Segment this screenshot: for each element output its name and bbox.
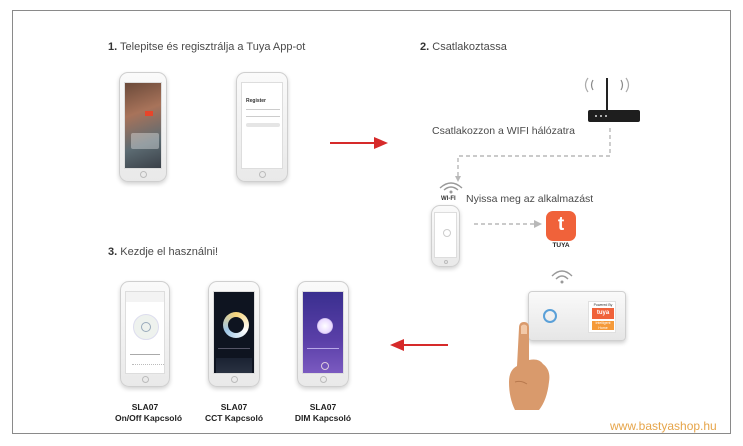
connect-wifi-label: Csatlakozzon a WIFI hálózatra <box>432 125 575 137</box>
tab-bar <box>132 364 164 368</box>
sofa-image <box>131 133 159 149</box>
arrow-left-icon <box>390 339 448 351</box>
router-icon <box>584 77 640 122</box>
badge-powered-by: Powered By <box>593 303 613 307</box>
dashed-connector <box>455 128 611 182</box>
phone-onoff-app <box>120 281 170 387</box>
home-button <box>139 171 147 178</box>
phone-dim-app <box>297 281 349 387</box>
content-frame <box>12 10 731 434</box>
tuya-mini-logo <box>145 111 153 116</box>
power-icon <box>321 362 329 370</box>
switch-device: Powered By tuya Intelligent Home <box>528 291 626 341</box>
tuya-glyph: t <box>557 214 565 235</box>
slider-track <box>218 348 250 349</box>
phone-pairing <box>431 205 460 267</box>
cct-ring-center <box>228 317 244 333</box>
power-ring <box>133 314 159 340</box>
device-button-ring-icon <box>543 309 557 323</box>
watermark: www.bastyashop.hu <box>610 419 717 433</box>
slider-track <box>307 348 339 349</box>
badge-intelligent-home: Intelligent Home <box>592 321 614 330</box>
power-icon <box>141 322 151 332</box>
home-button <box>443 260 448 264</box>
register-field <box>246 116 280 117</box>
cct-color-ring <box>223 312 249 338</box>
badge-tuya: tuya <box>592 308 614 319</box>
home-button <box>230 376 238 383</box>
dashed-arrow-icon <box>474 220 542 228</box>
slider-track <box>130 354 160 355</box>
step-3-title: 3. Kezdje el használni! <box>108 246 219 258</box>
wifi-label: WI-FI <box>441 196 456 202</box>
register-field <box>246 109 280 110</box>
phone-tuya-splash <box>119 72 167 182</box>
register-title: Register <box>246 98 267 104</box>
wifi-icon <box>439 182 463 194</box>
home-button <box>258 171 266 178</box>
pairing-ring <box>443 229 451 237</box>
tuya-badge: Powered By tuya Intelligent Home <box>588 301 616 333</box>
city-silhouette <box>216 358 252 373</box>
tuya-label: TUYA <box>552 242 570 249</box>
finger-icon <box>509 322 550 410</box>
home-button <box>141 376 149 383</box>
open-app-label: Nyissa meg az alkalmazást <box>466 193 594 205</box>
phone-register-screen: Register <box>236 72 288 182</box>
tuya-app-icon: t <box>546 211 576 241</box>
register-button <box>246 123 280 127</box>
step-2-title: 2. Csatlakoztassa <box>420 41 507 53</box>
step-1-title: 1. Telepitse és regisztrálja a Tuya App-… <box>108 41 306 53</box>
arrow-right-icon <box>330 137 388 149</box>
app-header <box>126 292 164 302</box>
phone-cct-app <box>208 281 260 387</box>
wifi-signal-icon <box>551 270 573 284</box>
home-button <box>319 376 327 383</box>
bulb-glow-icon <box>317 318 333 334</box>
